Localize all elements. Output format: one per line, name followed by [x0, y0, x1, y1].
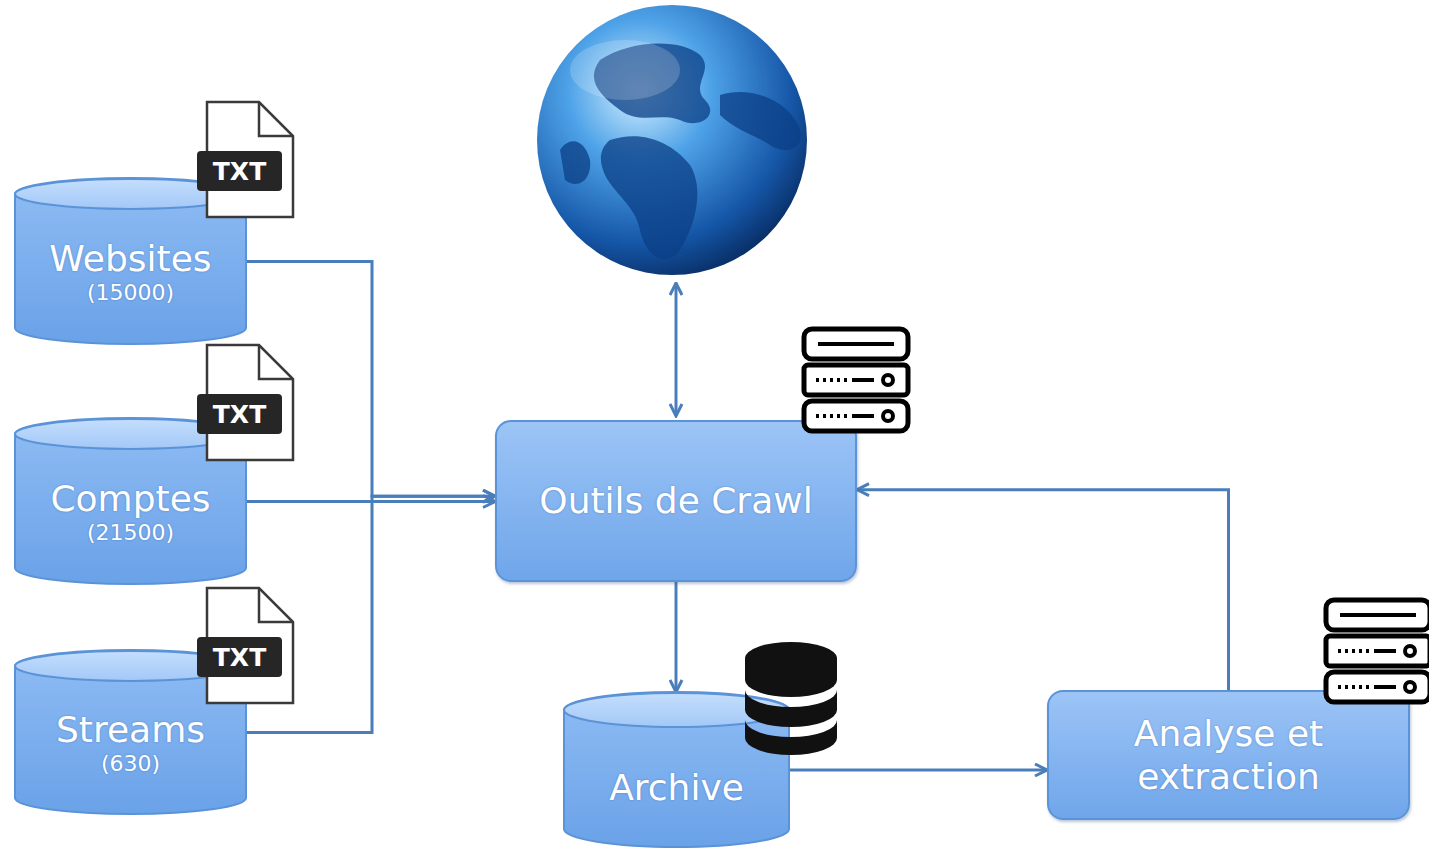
data-store-cylinder: Streams(630)	[14, 650, 247, 815]
data-store-cylinder: Comptes(21500)	[14, 418, 247, 585]
process-box: Outils de Crawl	[495, 420, 857, 582]
flow-arrow	[247, 496, 495, 732]
item-count: (21500)	[87, 520, 174, 546]
web-access-arrow	[675, 283, 678, 416]
node-content: Websites(15000)	[49, 237, 211, 307]
file-type-label: TXT	[197, 394, 282, 434]
server-icon	[1326, 600, 1429, 702]
node-title: Outils de Crawl	[539, 479, 812, 522]
node-title: Archive	[609, 766, 744, 809]
cylinder-body	[15, 178, 246, 344]
flow-arrow	[857, 490, 1229, 690]
server-icon	[804, 329, 908, 431]
node-title: Comptes	[50, 477, 210, 520]
data-store-cylinder: Websites(15000)	[14, 178, 247, 345]
file-type-label: TXT	[197, 151, 282, 191]
cylinder-body	[564, 692, 789, 847]
cylinder-body	[15, 650, 246, 814]
txt-file-icon	[197, 588, 293, 703]
node-title: Websites	[49, 237, 211, 280]
globe	[537, 5, 807, 275]
txt-file-icon	[197, 102, 293, 217]
file-type-label: TXT	[197, 637, 282, 677]
database-icon	[745, 642, 837, 755]
flow-arrow	[247, 262, 495, 497]
flow-arrow	[790, 769, 1047, 772]
cylinder-top	[564, 693, 789, 727]
cylinder-top	[15, 179, 246, 209]
process-box: Analyse et extraction	[1047, 690, 1410, 820]
cylinder-top	[15, 651, 246, 681]
node-content: Streams(630)	[56, 708, 205, 778]
item-count: (630)	[101, 751, 160, 777]
node-content: Analyse et extraction	[1084, 712, 1374, 798]
node-content: Comptes(21500)	[50, 477, 210, 547]
node-content: Outils de Crawl	[539, 479, 812, 522]
node-content: Archive	[609, 766, 744, 809]
node-title: Streams	[56, 708, 205, 751]
cylinder-top	[15, 419, 246, 449]
item-count: (15000)	[87, 280, 174, 306]
archive-cylinder: Archive	[563, 692, 790, 848]
node-title: Analyse et extraction	[1084, 712, 1374, 798]
txt-file-icon	[197, 345, 293, 460]
cylinder-body	[15, 418, 246, 584]
flow-arrow	[675, 582, 678, 692]
